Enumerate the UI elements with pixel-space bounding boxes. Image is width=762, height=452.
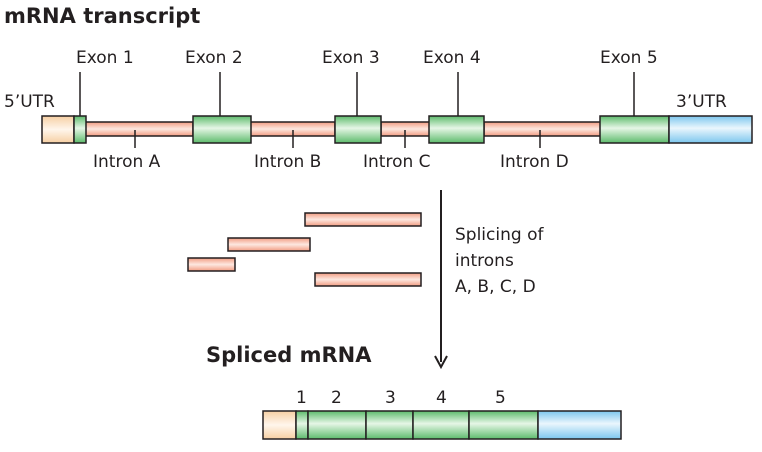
spliced-utr5 [262,410,297,440]
spliced-exon-5 [468,410,539,440]
intron-c-label: Intron C [363,152,431,172]
exon-3-box [334,115,382,144]
utr5-label: 5’UTR [4,92,55,112]
spliced-exon-1-number: 1 [296,388,307,408]
excised-intron-d [304,212,422,227]
spliced-exon-4-number: 4 [436,388,447,408]
spliced-utr3 [537,410,622,440]
intron-a-label: Intron A [93,152,161,172]
exon-1-box [73,115,87,144]
excised-intron-a [314,272,422,287]
exon-5-label: Exon 5 [600,48,658,68]
spliced-title: Spliced mRNA [206,343,372,367]
spliced-exon-5-number: 5 [495,388,506,408]
splicing-text-line3: A, B, C, D [455,277,536,297]
intron-d-bar [483,121,602,137]
exon-2-box [192,115,252,144]
exon-4-box [428,115,485,144]
transcript [41,72,753,148]
exon-5-box [599,115,670,144]
spliced-exon-3-number: 3 [385,388,396,408]
excised-intron-c [187,257,236,272]
excised-intron-b [227,237,311,252]
intron-a-bar [84,121,194,137]
spliced-mrna [262,410,622,440]
intron-d-label: Intron D [500,152,569,172]
spliced-exon-3 [365,410,414,440]
excised-introns [187,212,422,287]
utr5-box [41,115,75,144]
splicing-arrow-head [434,355,448,370]
splicing-text-line1: Splicing of [455,225,544,245]
utr3-label: 3’UTR [676,92,727,112]
utr3-box [668,115,753,144]
spliced-exon-2 [307,410,367,440]
exon-1-label: Exon 1 [76,48,134,68]
spliced-exon-2-number: 2 [331,388,342,408]
spliced-exon-4 [412,410,470,440]
exon-3-label: Exon 3 [322,48,380,68]
splicing-text-line2: introns [455,251,514,271]
exon-2-label: Exon 2 [185,48,243,68]
spliced-exon-1 [295,410,309,440]
intron-b-label: Intron B [254,152,321,172]
transcript-title: mRNA transcript [4,4,200,28]
exon-4-label: Exon 4 [423,48,481,68]
